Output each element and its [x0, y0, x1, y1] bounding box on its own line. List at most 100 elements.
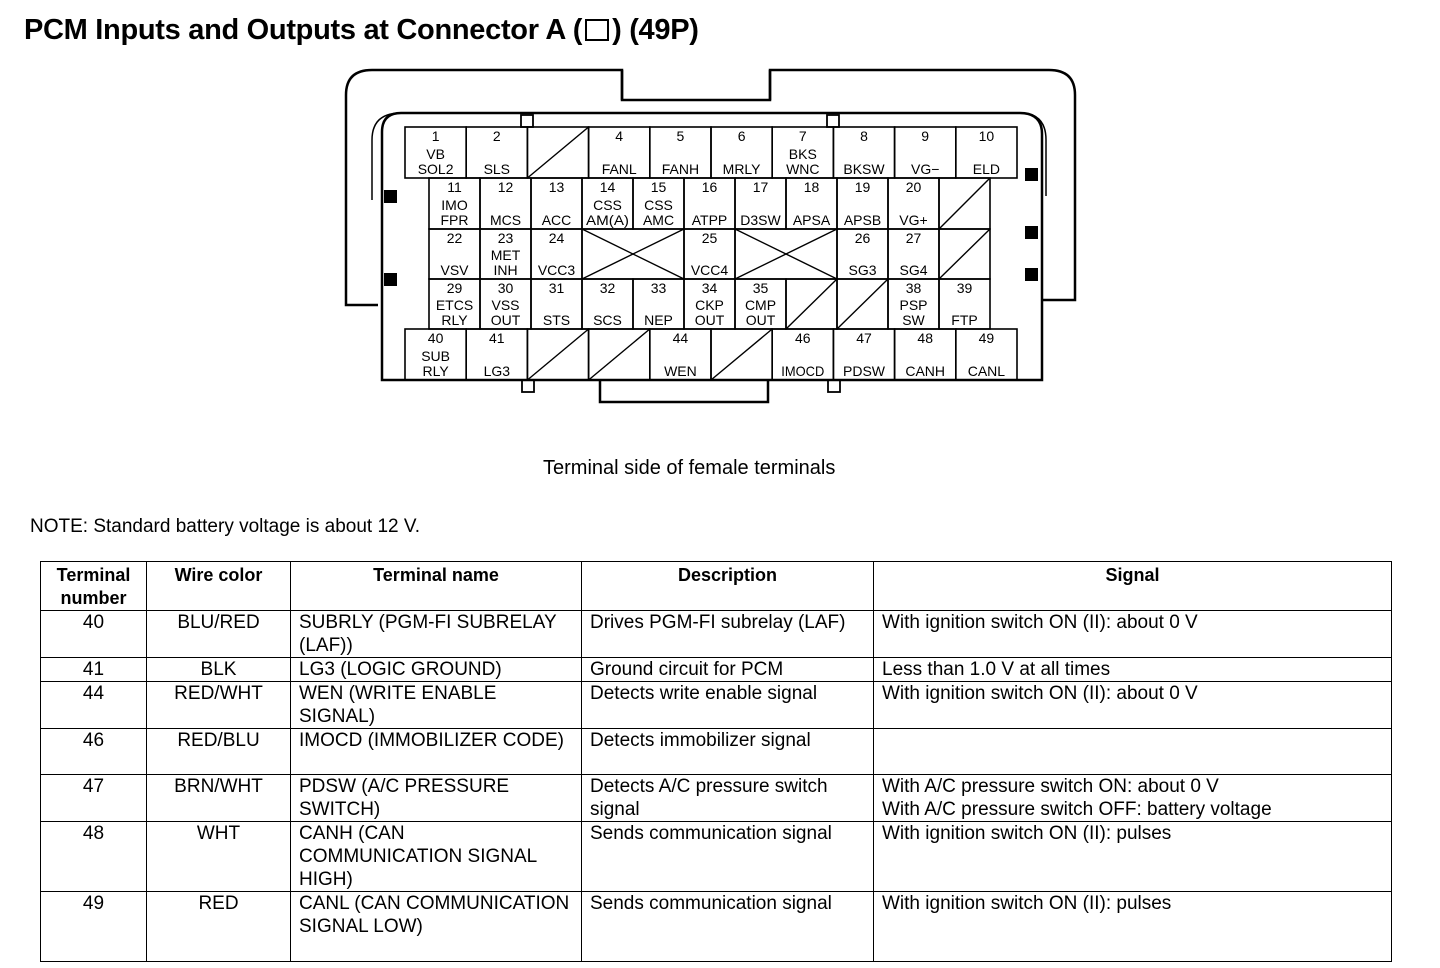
terminal-label: APSB	[844, 212, 881, 228]
terminal-label: CANL	[968, 363, 1006, 379]
wire-color-cell: RED/WHT	[146, 681, 291, 729]
terminal-label: WNC	[786, 161, 819, 177]
terminal-number: 39	[957, 280, 973, 296]
signal-cell: With ignition switch ON (II): pulses	[873, 891, 1392, 962]
terminal-number: 44	[673, 330, 689, 346]
terminal-label: ELD	[973, 161, 1000, 177]
page-title: PCM Inputs and Outputs at Connector A ()…	[24, 14, 699, 47]
terminal-number: 19	[855, 179, 871, 195]
wire-color-cell: RED	[146, 891, 291, 962]
terminal-label: APSA	[793, 212, 831, 228]
header-signal: Signal	[873, 561, 1392, 611]
terminal-label: VB	[426, 146, 445, 162]
terminal-label: CANH	[905, 363, 945, 379]
terminal-name-cell: WEN (WRITE ENABLE SIGNAL)	[290, 681, 582, 729]
terminal-label: LG3	[484, 363, 511, 379]
terminal-number: 4	[615, 128, 623, 144]
terminal-number: 25	[702, 230, 718, 246]
terminal-label: MET	[491, 247, 521, 263]
header-description: Description	[581, 561, 874, 611]
terminal-label: VG−	[911, 161, 939, 177]
terminal-label: FANH	[662, 161, 699, 177]
description-cell: Drives PGM-FI subrelay (LAF)	[581, 610, 874, 658]
terminal-number: 20	[906, 179, 922, 195]
terminal-label: CKP	[695, 297, 724, 313]
terminal-name-cell: CANL (CAN COMMUNICATION SIGNAL LOW)	[290, 891, 582, 962]
signal-cell: With ignition switch ON (II): about 0 V	[873, 610, 1392, 658]
terminal-label: OUT	[491, 312, 521, 328]
description-cell: Sends communication signal	[581, 891, 874, 962]
terminal-number: 48	[917, 330, 933, 346]
signal-cell: Less than 1.0 V at all times	[873, 657, 1392, 682]
terminal-number: 32	[600, 280, 616, 296]
terminal-label: MRLY	[723, 161, 762, 177]
terminal-label: VCC4	[691, 262, 729, 278]
terminal-label: WEN	[664, 363, 697, 379]
terminal-label: FANL	[602, 161, 637, 177]
terminal-number-cell: 46	[40, 728, 147, 775]
blank-terminal	[938, 177, 991, 230]
title-text-start: PCM Inputs and Outputs at Connector A (	[24, 14, 583, 46]
terminal-label: RLY	[441, 312, 468, 328]
terminal-number: 2	[493, 128, 501, 144]
terminal-number-cell: 40	[40, 610, 147, 658]
terminal-number-cell: 47	[40, 774, 147, 822]
terminal-label: PDSW	[843, 363, 886, 379]
terminal-label: SOL2	[418, 161, 454, 177]
terminal-number: 18	[804, 179, 820, 195]
terminal-label: CMP	[745, 297, 776, 313]
terminal-number: 14	[600, 179, 616, 195]
signal-cell: With ignition switch ON (II): about 0 V	[873, 681, 1392, 729]
terminal-number-cell: 44	[40, 681, 147, 729]
terminal-number: 27	[906, 230, 922, 246]
terminal-label: ETCS	[436, 297, 473, 313]
wire-color-cell: BRN/WHT	[146, 774, 291, 822]
terminal-number: 9	[921, 128, 929, 144]
description-cell: Ground circuit for PCM	[581, 657, 874, 682]
terminal-number: 8	[860, 128, 868, 144]
terminal-label: INH	[493, 262, 517, 278]
terminal-label: OUT	[695, 312, 725, 328]
terminal-label: VG+	[899, 212, 927, 228]
terminal-number: 6	[738, 128, 746, 144]
terminal-label: ATPP	[692, 212, 728, 228]
table-header-row: Terminal number Wire color Terminal name…	[40, 561, 1392, 611]
connector-symbol-box	[585, 19, 610, 41]
terminal-number: 31	[549, 280, 565, 296]
header-terminal-name: Terminal name	[290, 561, 582, 611]
terminal-number: 41	[489, 330, 505, 346]
terminal-number: 35	[753, 280, 769, 296]
terminal-number: 16	[702, 179, 718, 195]
terminal-number: 17	[753, 179, 769, 195]
terminal-number: 33	[651, 280, 667, 296]
terminal-number: 23	[498, 230, 514, 246]
terminal-label: ACC	[542, 212, 572, 228]
terminal-number-cell: 49	[40, 891, 147, 962]
terminal-label: SW	[902, 312, 925, 328]
blank-terminal	[938, 228, 991, 280]
terminal-number: 5	[677, 128, 685, 144]
blank-terminal	[581, 228, 685, 280]
